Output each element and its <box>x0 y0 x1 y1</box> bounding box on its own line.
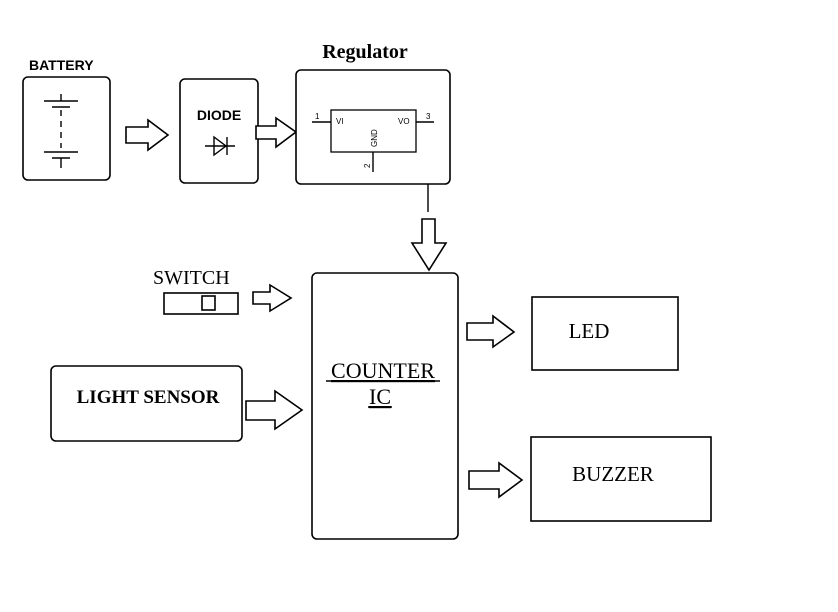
arrow-switch-to-counter <box>252 283 293 313</box>
switch-label: SWITCH <box>153 267 230 289</box>
switch-body <box>163 292 239 315</box>
counter-ic-label-line2: IC <box>369 384 391 409</box>
led-box <box>531 296 679 371</box>
counter-ic-label-line1: COUNTER <box>331 358 435 383</box>
battery-symbol-icon <box>44 94 78 168</box>
battery-label: BATTERY <box>29 57 94 73</box>
led-label: LED <box>569 319 610 343</box>
regulator-pin2-number: 2 <box>363 163 372 168</box>
regulator-pin1-number: 1 <box>315 112 320 121</box>
counter-ic-block: COUNTER IC <box>311 272 459 540</box>
diode-block: DIODE <box>179 78 259 184</box>
regulator-ic-symbol: 1 3 VI VO GND 2 <box>312 109 434 172</box>
buzzer-label: BUZZER <box>572 462 654 486</box>
arrow-battery-to-diode <box>125 118 170 152</box>
regulator-title: Regulator <box>322 41 408 63</box>
arrow-regulator-to-counter <box>410 218 448 272</box>
arrow-counter-to-buzzer <box>468 461 524 499</box>
light-sensor-label: LIGHT SENSOR <box>77 387 220 408</box>
light-sensor-box <box>50 365 243 442</box>
switch-knob-icon <box>201 295 216 311</box>
counter-ic-box <box>311 272 459 540</box>
led-block: LED <box>531 296 679 371</box>
light-sensor-block: LIGHT SENSOR <box>50 365 243 442</box>
arrow-light-sensor-to-counter <box>245 389 304 431</box>
regulator-vo-label: VO <box>398 117 410 126</box>
regulator-vi-label: VI <box>336 117 344 126</box>
diode-box <box>179 78 259 184</box>
diode-symbol-icon <box>205 135 235 157</box>
regulator-gnd-label: GND <box>370 129 379 147</box>
diode-label: DIODE <box>197 107 241 123</box>
buzzer-box <box>530 436 712 522</box>
arrow-diode-to-regulator <box>255 116 298 149</box>
switch-block: SWITCH <box>153 267 239 315</box>
regulator-block: Regulator 1 3 VI VO GND 2 <box>295 41 451 185</box>
regulator-pin3-number: 3 <box>426 112 431 121</box>
buzzer-block: BUZZER <box>530 436 712 522</box>
arrow-counter-to-led <box>466 314 516 349</box>
battery-block: BATTERY <box>22 57 111 181</box>
battery-box <box>22 76 111 181</box>
